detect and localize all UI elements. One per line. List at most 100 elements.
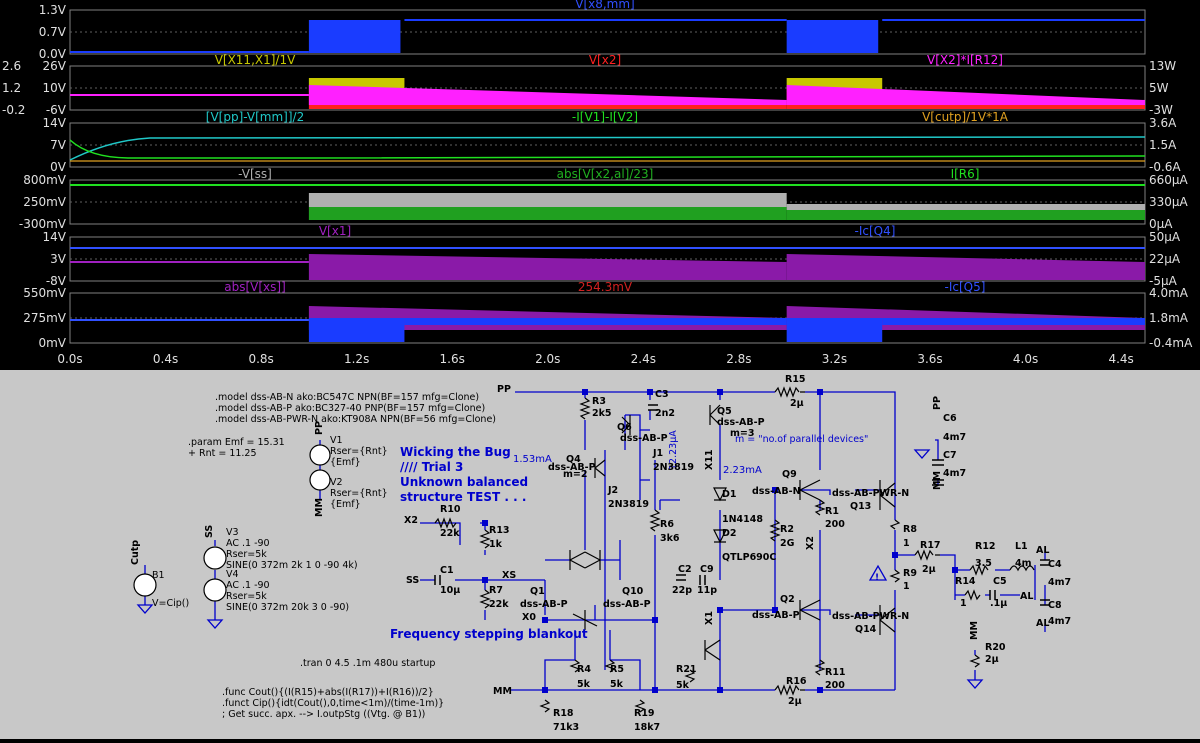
net-label: X2 bbox=[404, 515, 418, 526]
y-tick-label: 0mV bbox=[38, 336, 66, 350]
y-tick-label: 550mV bbox=[23, 286, 67, 300]
y-right-tick-label: 660µA bbox=[1149, 173, 1189, 187]
net-label: AL bbox=[1020, 591, 1033, 602]
source-v4-label: AC .1 -90 bbox=[226, 580, 270, 591]
waveform-pane[interactable]: 14V7V0V3.6A1.5A-0.6A[V[pp]-V[mm]]/2-I[V1… bbox=[43, 110, 1182, 174]
y-right-tick-label: 1.5A bbox=[1149, 138, 1177, 152]
part-value: 1N4148 bbox=[722, 514, 763, 525]
current-annotation: 12.23µA bbox=[668, 430, 679, 470]
part-value: 11p bbox=[697, 585, 717, 596]
part-value: 2µ bbox=[922, 564, 936, 575]
spice-model-directive: .model dss-AB-PWR-N ako:KT908A NPN(BF=56… bbox=[215, 414, 496, 425]
y-tick-label: -6V bbox=[46, 103, 67, 117]
schematic-editor[interactable]: .model dss-AB-N ako:BC547C NPN(BF=157 mf… bbox=[0, 370, 1200, 739]
trace-vx1 bbox=[308, 254, 787, 280]
func-directive: .func Cout(){(I(R15)+abs(I(R17))+I(R16))… bbox=[222, 687, 434, 698]
trace-vx8 bbox=[786, 20, 879, 53]
x-tick-label: 4.4s bbox=[1108, 352, 1133, 366]
trace-power bbox=[308, 85, 787, 105]
trace-supply-current bbox=[69, 139, 1146, 159]
part-value: 22p bbox=[672, 585, 692, 596]
part-value: dss-AB-P bbox=[717, 417, 765, 428]
y-right-tick-label: 13W bbox=[1149, 59, 1176, 73]
part-value: dss-AB-P bbox=[548, 462, 596, 473]
trace-label: V[x2] bbox=[589, 53, 621, 67]
x-tick-label: 2.8s bbox=[726, 352, 751, 366]
y-right-tick-label: 4.0mA bbox=[1149, 286, 1189, 300]
part-ref: R16 bbox=[786, 676, 807, 687]
part-value: QTLP690C bbox=[722, 552, 776, 563]
trace-label: V[X2]*I[R12] bbox=[927, 53, 1003, 67]
trace-icq5 bbox=[308, 318, 405, 342]
source-v3-label: AC .1 -90 bbox=[226, 538, 270, 549]
y-right-tick-label: 22µA bbox=[1149, 252, 1181, 266]
part-value: dss-AB-P bbox=[520, 599, 568, 610]
y-tick-label: 0V bbox=[50, 160, 67, 174]
trace-label: abs[V[xs]] bbox=[224, 280, 286, 294]
y-right-tick-label: -0.6A bbox=[1149, 160, 1181, 174]
part-ref: Q9 bbox=[782, 469, 797, 480]
part-value: 18k7 bbox=[634, 722, 660, 733]
part-ref: R17 bbox=[920, 540, 941, 551]
part-value: 4m bbox=[1015, 558, 1032, 569]
source-v4-label: Rser=5k bbox=[226, 591, 267, 602]
source-b1-label: V=Cip() bbox=[152, 598, 189, 609]
source-v2-label: {Emf} bbox=[330, 499, 361, 510]
net-label: Cutp bbox=[130, 540, 141, 565]
part-ref: C8 bbox=[1048, 600, 1062, 611]
source-v4-label: SINE(0 372m 20k 3 0 -90) bbox=[226, 602, 349, 613]
func-directive: ; Get succ. apx. --> I.outpStg ((Vtg. @ … bbox=[222, 709, 425, 720]
trace-icq5 bbox=[404, 318, 787, 325]
waveform-plot[interactable]: 1.3V0.7V0.0VV[x8,mm]26V10V-6V2.61.2-0.21… bbox=[0, 0, 1200, 370]
part-value: 1 bbox=[960, 598, 967, 609]
trace-shapes bbox=[69, 19, 1146, 342]
part-ref: C4 bbox=[1048, 559, 1062, 570]
part-value: 1 bbox=[903, 538, 910, 549]
part-value: 3k6 bbox=[660, 533, 680, 544]
y-tick-label: 26V bbox=[43, 59, 67, 73]
part-ref: Q5 bbox=[717, 406, 732, 417]
part-value: 2n2 bbox=[655, 408, 675, 419]
part-ref: C5 bbox=[993, 576, 1007, 587]
trace-vpp-vmm bbox=[69, 136, 1146, 161]
title-note: structure TEST . . . bbox=[400, 490, 526, 504]
tran-directive: .tran 0 4.5 .1m 480u startup bbox=[300, 658, 435, 669]
trace-vss bbox=[786, 204, 1145, 210]
part-ref: R8 bbox=[903, 524, 917, 535]
part-ref: R18 bbox=[553, 708, 574, 719]
part-value: .1µ bbox=[990, 598, 1007, 609]
part-value: 4m7 bbox=[1048, 577, 1071, 588]
net-label: MM bbox=[969, 621, 980, 640]
spice-model-directive: .model dss-AB-N ako:BC547C NPN(BF=157 mf… bbox=[215, 392, 479, 403]
y-tick-label: 0.0V bbox=[39, 47, 67, 61]
part-value: dss-AB-PWR-N bbox=[832, 611, 909, 622]
part-value: 200 bbox=[825, 519, 845, 530]
y-tick-label: -300mV bbox=[19, 217, 67, 231]
part-value: 22k bbox=[440, 528, 460, 539]
part-ref: Q2 bbox=[780, 594, 795, 605]
part-ref: Q14 bbox=[855, 624, 877, 635]
source-v3-label: SINE(0 372m 2k 1 0 -90 4k) bbox=[226, 560, 358, 571]
part-ref: Q13 bbox=[850, 501, 871, 512]
part-ref: R14 bbox=[955, 576, 976, 587]
part-value: 4m7 bbox=[943, 432, 966, 443]
y-right-tick-label: 5W bbox=[1149, 81, 1169, 95]
part-ref: R12 bbox=[975, 541, 996, 552]
trace-vx8 bbox=[308, 20, 401, 53]
part-ref: J2 bbox=[607, 485, 618, 496]
waveform-pane[interactable]: 1.3V0.7V0.0VV[x8,mm] bbox=[39, 0, 1146, 61]
x-tick-label: 1.6s bbox=[440, 352, 465, 366]
y-tick-label: 1.3V bbox=[39, 3, 67, 17]
voltage-sources bbox=[133, 444, 331, 602]
trace-label: V[X11,X1]/1V bbox=[215, 53, 296, 67]
x-tick-label: 0.8s bbox=[248, 352, 273, 366]
net-label: MM bbox=[314, 498, 325, 517]
trace-vx2al bbox=[786, 210, 1145, 220]
part-value: dss-AB-P bbox=[603, 599, 651, 610]
y-right-tick-label: -5µA bbox=[1149, 274, 1178, 288]
y2-tick-label: 1.2 bbox=[2, 81, 21, 95]
schematic-canvas[interactable]: .model dss-AB-N ako:BC547C NPN(BF=157 mf… bbox=[0, 370, 1200, 739]
y-right-tick-label: -3W bbox=[1149, 103, 1173, 117]
net-label: MM bbox=[932, 471, 943, 490]
